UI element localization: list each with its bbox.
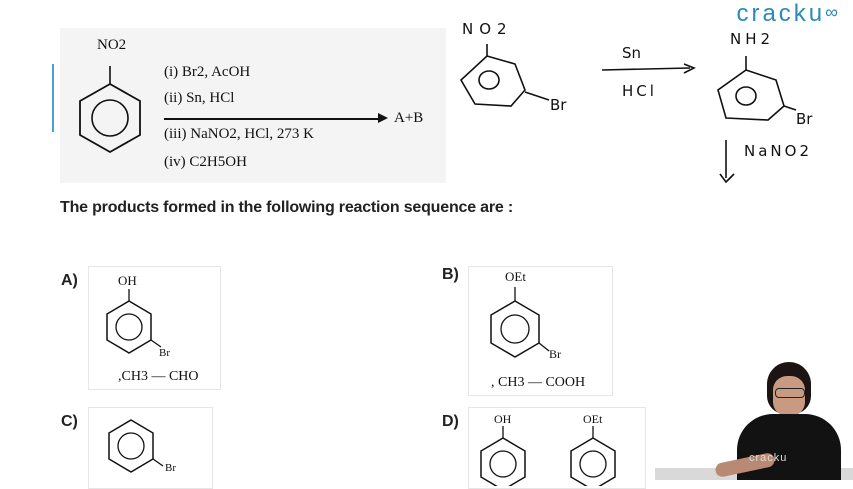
glasses-icon (775, 388, 805, 398)
hand-down-arrow-icon (719, 140, 735, 184)
hand-br-2: Br (796, 110, 813, 128)
hand-nano2: NaNO2 (744, 142, 812, 160)
reactant-no2-label: NO2 (97, 37, 127, 53)
benzene-ring-icon (79, 66, 141, 154)
option-d-label[interactable]: D) (442, 413, 459, 430)
hand-hcl: HCl (622, 82, 657, 100)
product-label: A+B (394, 110, 424, 126)
step-2: (ii) Sn, HCl (164, 90, 235, 106)
option-b-oet: OEt (505, 269, 526, 284)
hand-no2: NO2 (462, 20, 513, 38)
option-a-ring-icon (106, 289, 162, 354)
reaction-scheme: NO2 (i) Br2, AcOH (ii) Sn, HCl A+B (iii)… (60, 28, 446, 183)
hand-ring-2-icon (717, 56, 797, 121)
step-4: (iv) C2H5OH (164, 154, 247, 170)
option-c-br: Br (165, 462, 176, 474)
option-a-coproduct: ,CH3 — CHO (118, 369, 199, 384)
shirt-logo-text: cracku (749, 452, 788, 464)
reaction-arrow (164, 118, 384, 120)
option-b-label[interactable]: B) (442, 266, 459, 283)
arrow-head-icon (378, 113, 388, 123)
step-3: (iii) NaNO2, HCl, 273 K (164, 126, 314, 142)
option-b-structure[interactable]: OEt Br , CH3 — COOH (468, 266, 613, 396)
hand-br-1: Br (550, 96, 567, 114)
option-a-label[interactable]: A) (61, 272, 78, 289)
option-a-structure[interactable]: OH Br ,CH3 — CHO (88, 266, 221, 390)
option-c-label[interactable]: C) (61, 413, 78, 430)
option-d-structure[interactable]: OH OEt (468, 407, 646, 489)
option-d-rings-icon (480, 426, 616, 486)
hand-ring-1-icon (459, 44, 550, 107)
hand-nh2: NH2 (730, 30, 775, 48)
cracku-logo: cracku∞ (736, 0, 841, 28)
presenter-video: cracku (655, 350, 853, 480)
hand-arrow-icon (601, 63, 696, 74)
left-accent-bar (52, 64, 54, 132)
option-c-structure[interactable]: Br (88, 407, 213, 489)
option-b-coproduct: , CH3 — COOH (491, 375, 586, 390)
option-d-oh: OH (494, 412, 512, 426)
option-a-oh: OH (118, 273, 137, 288)
option-c-ring-icon (108, 419, 164, 473)
option-d-oet: OEt (583, 412, 603, 426)
step-1: (i) Br2, AcOH (164, 64, 251, 80)
option-b-ring-icon (490, 287, 550, 358)
option-b-br: Br (549, 347, 561, 361)
logo-infinity-icon: ∞ (825, 2, 841, 22)
hand-sn: Sn (622, 44, 642, 62)
logo-text: cracku (736, 0, 826, 27)
option-a-br: Br (159, 347, 170, 359)
question-text: The products formed in the following rea… (60, 199, 513, 216)
